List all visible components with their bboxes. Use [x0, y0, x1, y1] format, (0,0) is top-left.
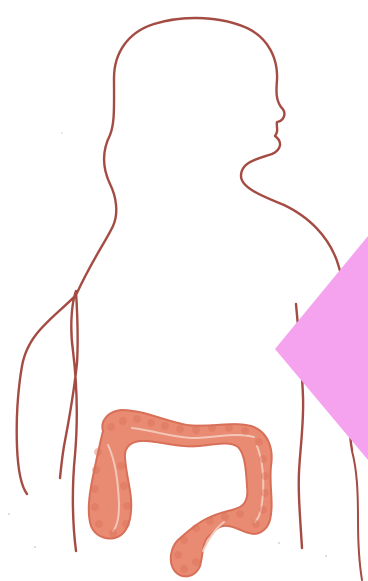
pink-pointer: [275, 236, 368, 460]
colon-bump: [192, 426, 200, 434]
colon-bump: [261, 472, 269, 480]
colon: [89, 410, 272, 576]
colon-bump: [180, 565, 188, 573]
colon-bump: [123, 502, 131, 510]
human-outline: [17, 18, 354, 551]
colon-bump: [119, 417, 127, 425]
colon-bump: [221, 513, 229, 521]
colon-bump: [91, 503, 99, 511]
colon-bump: [261, 489, 269, 497]
colon-bump: [161, 422, 169, 430]
colon-bump: [176, 425, 184, 433]
speck: [8, 513, 10, 515]
colon-bump: [147, 419, 155, 427]
colon-bump: [192, 524, 200, 532]
colon-bump: [109, 529, 117, 537]
colon-bump: [192, 558, 200, 566]
colon-bump: [180, 536, 188, 544]
colon-bump: [208, 424, 216, 432]
speck: [325, 555, 327, 557]
colon-bump: [259, 455, 267, 463]
colon-bump: [117, 462, 125, 470]
colon-bump: [122, 520, 130, 528]
colon-bump: [91, 485, 99, 493]
colon-bump: [225, 424, 233, 432]
colon-bump: [107, 423, 115, 431]
colon-bump: [236, 510, 244, 518]
speck: [278, 542, 280, 544]
colon-bump: [94, 448, 102, 456]
speck: [61, 132, 63, 134]
colon-bump: [133, 415, 141, 423]
right-side-outline: [352, 451, 362, 580]
colon-bump: [259, 506, 267, 514]
colon-bump: [255, 438, 263, 446]
colon-bump: [206, 517, 214, 525]
colon-bump: [174, 551, 182, 559]
colon-bump: [241, 427, 249, 435]
colon-bump: [120, 482, 128, 490]
colon-bump: [92, 466, 100, 474]
speck: [34, 546, 36, 548]
colon-bump: [252, 520, 260, 528]
colon-bump: [95, 520, 103, 528]
